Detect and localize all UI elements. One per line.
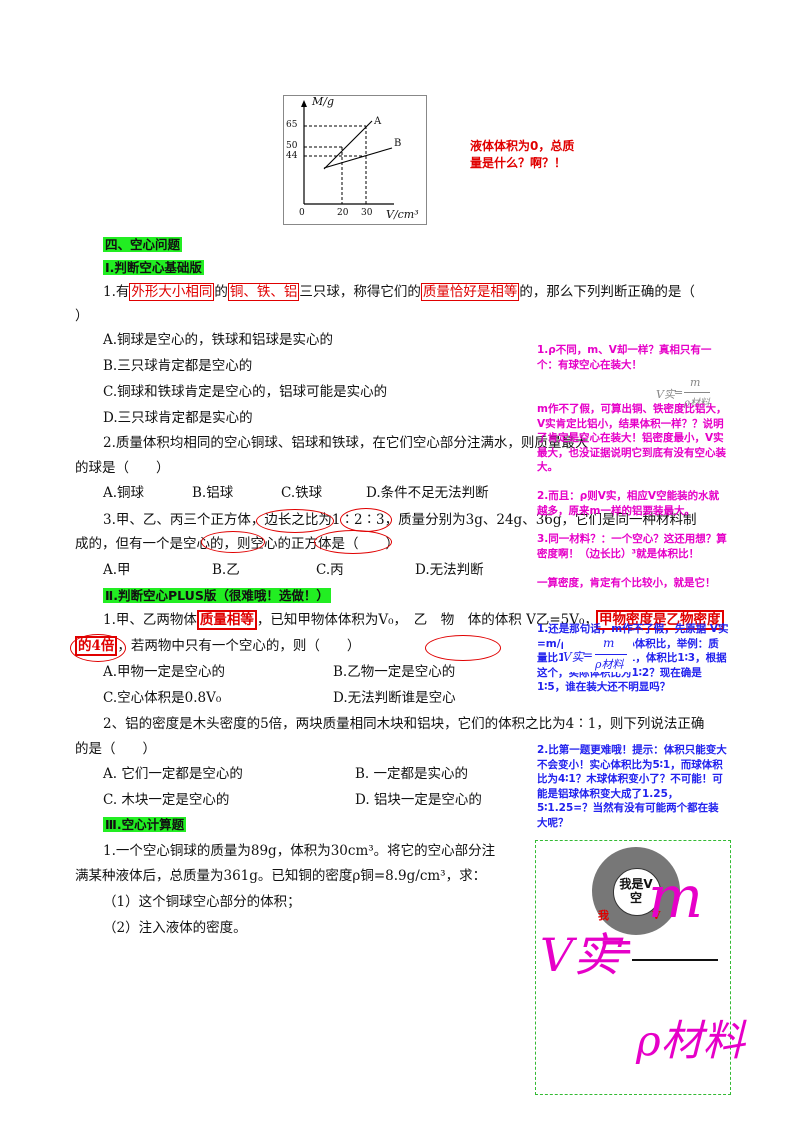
side-note-q5: 2.比第一题更难哦！提示：体积只能变大不会变小！实心体积比为5∶1，而球体积比为…	[537, 744, 727, 829]
formula-mid: V实 = m ρ材料	[563, 636, 633, 672]
q3-option-d: D.无法判断	[415, 562, 484, 578]
q3-option-c: C.丙	[316, 562, 344, 578]
q3-stem: 3.甲、乙、丙三个正方体，边长之比为1∶2∶3，质量分别为3g、24g、36g，…	[103, 512, 697, 528]
formula-mid-eq: =	[583, 648, 594, 662]
big-formula-bar	[632, 959, 718, 961]
q3-option-a: A.甲	[103, 562, 131, 578]
line-b-label: B	[394, 138, 402, 149]
formula-small-num: m	[690, 376, 701, 389]
q4-options-row2: C.空心体积是0.8V₀ D.无法判断谁是空心	[103, 689, 533, 707]
subsection-plus: Ⅱ.判断空心PLUS版（很难哦！选做！）	[103, 588, 331, 603]
big-formula-den: ρ材料	[636, 1016, 745, 1065]
q3-options: A.甲 B.乙 C.丙 D.无法判断	[103, 561, 533, 579]
top-note-line1: 液体体积为0，总质	[470, 139, 575, 153]
hollow-core	[613, 868, 661, 916]
side-note-q1-detail: m作不了假，可算出铜、铁密度比铝大，V实肯定比铝小，结果体积一样？？说明了肯定是…	[537, 403, 727, 473]
q5-stem-end: 的是（ ）	[75, 741, 156, 757]
q1-stem: 1.有外形大小相同的铜、铁、铝三只球，称得它们的质量恰好是相等的，那么下列判断正…	[103, 283, 695, 301]
side-note-q1-intro: 1.ρ不同，m、V却一样？真相只有一个：有球空心在装大！	[537, 344, 712, 371]
big-formula-eq: =	[598, 921, 635, 972]
annotation-ellipse-ratio4	[70, 634, 126, 662]
top-note: 液体体积为0，总质 量是什么？啊？！	[470, 138, 574, 172]
q2-options: A.铜球 B.铝球 C.铁球 D.条件不足无法判断	[103, 484, 533, 502]
formula-small-lhs: V实	[656, 388, 675, 401]
q5-option-c: C. 木块一定是空心的	[103, 792, 230, 808]
q5-options-row1: A. 它们一定都是空心的 B. 一定都是实心的	[103, 765, 533, 783]
q4-options-row1: A.甲物一定是空心的 B.乙物一定是空心的	[103, 663, 533, 681]
q4-option-c: C.空心体积是0.8V₀	[103, 690, 222, 706]
annotation-ellipse-cube	[314, 530, 392, 554]
q2-stem: 2.质量体积均相同的空心铜球、铝球和铁球，在它们空心部分注满水，则质量最大	[103, 435, 589, 451]
shell-label-v: V	[652, 909, 661, 922]
y-tick-44: 44	[286, 151, 298, 161]
y-axis-label: M/g	[312, 95, 335, 108]
y-tick-65: 65	[286, 120, 298, 130]
q2-option-d: D.条件不足无法判断	[366, 485, 489, 501]
hollow-sphere-diagram: 我是V空 我 V	[592, 847, 680, 935]
line-a	[323, 120, 373, 170]
big-formula-lhs: V实	[540, 928, 620, 982]
q1-option-c: C.铜球和铁球肯定是空心的，铝球可能是实心的	[103, 384, 388, 400]
formula-mid-den: ρ材料	[595, 658, 624, 671]
side-note-q2: 2.而且：ρ则V实，相应V空能装的水就越多，原来m一样的铝要装最大。	[537, 490, 720, 517]
q4-option-b: B.乙物一定是空心的	[333, 664, 456, 680]
x-tick-20: 20	[337, 208, 349, 218]
annotation-ellipse-volume	[425, 635, 501, 661]
q2-option-a: A.铜球	[103, 485, 145, 501]
annotation-ellipse-mass	[340, 508, 392, 532]
formula-small: V实 = m ρ材料	[656, 376, 716, 409]
x-tick-0: 0	[299, 208, 305, 218]
top-note-line2: 量是什么？啊？！	[470, 156, 567, 170]
q2-option-c: C.铁球	[281, 485, 323, 501]
q6-sub1: （1）这个铜球空心部分的体积；	[103, 894, 301, 910]
q1-option-d: D.三只球肯定都是实心的	[103, 410, 253, 426]
q4-stem: 1.甲、乙两物体质量相等，已知甲物体体积为V₀， 乙 物 体的体积 V乙=5V₀…	[103, 610, 598, 630]
q1-stem-end: ）	[75, 308, 89, 324]
q5-option-a: A. 它们一定都是空心的	[103, 766, 243, 782]
q1-highlight-shape: 外形大小相同	[129, 283, 215, 301]
side-note-q3-conclusion: 一算密度，肯定有个比较小，就是它！	[537, 577, 716, 589]
formula-small-bar	[684, 392, 710, 393]
hollow-core-label: 我是V空	[619, 877, 653, 905]
graph-svg	[301, 100, 394, 205]
q2-option-b: B.铝球	[192, 485, 234, 501]
formula-box: 我是V空 我 V V实 = m ρ材料	[535, 840, 745, 1095]
annotation-ellipse-hollow	[201, 531, 265, 553]
q5-option-b: B. 一定都是实心的	[355, 766, 469, 782]
q6-stem-cont: 满某种液体后，总质量为361g。已知铜的密度ρ铜=8.9g/cm³，求：	[75, 868, 487, 884]
q3-option-b: B.乙	[212, 562, 240, 578]
mass-volume-graph: M/g V/cm³ 65 50 44 0 20 30 A B	[283, 95, 427, 225]
formula-small-eq: =	[674, 386, 684, 399]
formula-small-den: ρ材料	[684, 398, 710, 409]
big-formula-num: m	[648, 863, 703, 931]
q2-stem-end: 的球是（ ）	[75, 460, 170, 476]
line-b	[323, 147, 393, 169]
subsection-basic: Ⅰ.判断空心基础版	[103, 260, 204, 275]
shell-label-me: 我	[598, 909, 609, 922]
q5-stem: 2、铝的密度是木头密度的5倍，两块质量相同木块和铝块，它们的体积之比为4∶1，则…	[103, 716, 705, 732]
annotation-ellipse-ratio	[256, 509, 334, 533]
q4-highlight-mass: 质量相等	[196, 610, 257, 630]
q1-highlight-mass: 质量恰好是相等	[420, 283, 520, 301]
line-a-label: A	[374, 116, 382, 127]
x-axis-label: V/cm³	[386, 208, 419, 221]
subsection-calc: Ⅲ.空心计算题	[103, 817, 187, 832]
q4-option-d: D.无法判断谁是空心	[333, 690, 456, 706]
formula-mid-lhs: V实	[563, 650, 584, 664]
q1-option-b: B.三只球肯定都是空心的	[103, 358, 253, 374]
q5-options-row2: C. 木块一定是空心的 D. 铝块一定是空心的	[103, 791, 533, 809]
q1-option-a: A.铜球是空心的，铁球和铝球是实心的	[103, 332, 334, 348]
q4-option-a: A.甲物一定是空心的	[103, 664, 226, 680]
y-tick-50: 50	[286, 141, 298, 151]
q6-stem: 1.一个空心铜球的质量为89g，体积为30cm³。将它的空心部分注	[103, 843, 496, 859]
x-tick-30: 30	[361, 208, 373, 218]
q6-sub2: （2）注入液体的密度。	[103, 920, 247, 936]
formula-mid-bar	[595, 654, 627, 655]
q1-highlight-metals: 铜、铁、铝	[227, 283, 300, 301]
section-title: 四、空心问题	[103, 237, 183, 252]
q5-option-d: D. 铝块一定是空心的	[355, 792, 482, 808]
side-note-q3: 3.同一材料？：一个空心？这还用想？算密度啊！（边长比）³就是体积比！	[537, 533, 727, 560]
formula-mid-num: m	[603, 636, 615, 650]
q4-highlight-density: 甲物密度是乙物密度	[596, 610, 724, 630]
